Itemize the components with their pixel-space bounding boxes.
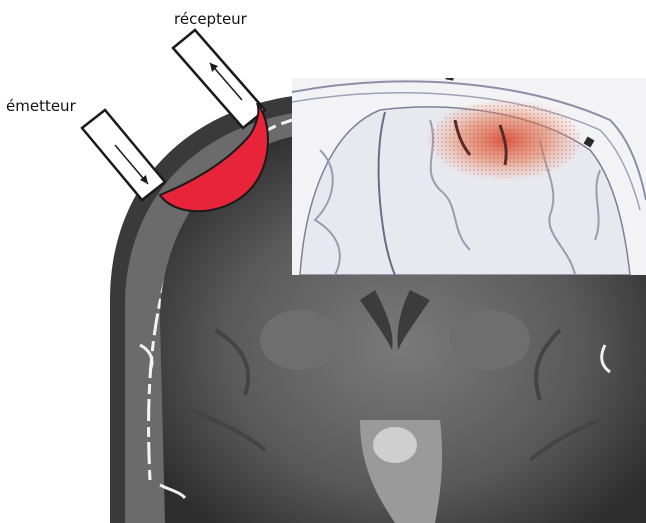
receiver-probe [173, 30, 265, 128]
emitter-probe [82, 110, 165, 200]
probe-marker-left [445, 71, 454, 80]
emitter-label: émetteur [6, 97, 77, 115]
cortex-inset [292, 71, 646, 275]
receiver-body [173, 30, 265, 128]
receiver-label: récepteur [174, 10, 248, 28]
thalamus-right [450, 310, 530, 370]
brainstem-core [373, 427, 417, 463]
thalamus-left [260, 310, 340, 370]
